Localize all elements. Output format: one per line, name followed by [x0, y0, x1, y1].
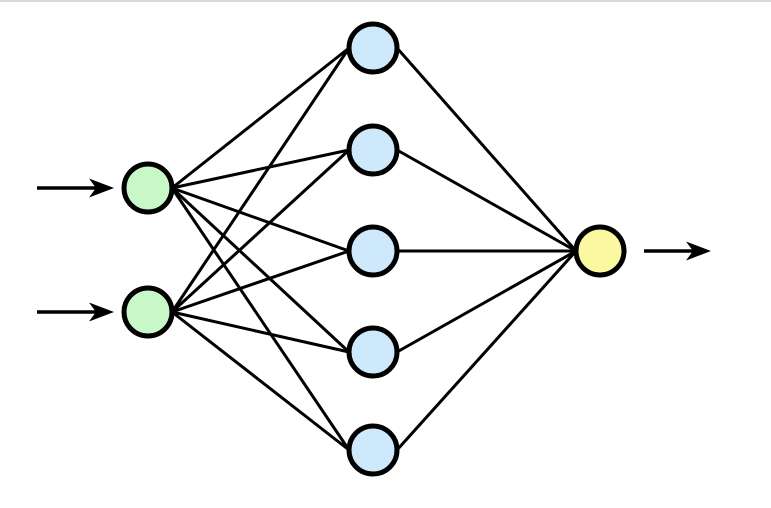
edge-in-1-hid-1	[171, 46, 350, 190]
hidden-node-5	[346, 423, 400, 477]
edge-in-1-hid-4	[170, 186, 351, 354]
output-arrow-head-icon	[686, 241, 711, 261]
input-arrow-2-head-icon	[89, 302, 114, 322]
edge-in-1-hid-3	[171, 186, 350, 253]
window-top-edge	[0, 0, 771, 2]
edge-hid-4-out-1	[396, 249, 577, 354]
output-node-1	[573, 224, 627, 278]
edge-hid-1-out-1	[395, 47, 578, 252]
input-arrow-1-head-icon	[89, 178, 114, 198]
edge-in-1-hid-5	[170, 187, 351, 451]
edge-in-1-hid-2	[171, 148, 350, 190]
hidden-node-1	[346, 21, 400, 75]
edge-in-2-hid-5	[171, 310, 350, 452]
hidden-node-4	[346, 325, 400, 379]
hidden-node-3	[346, 224, 400, 278]
hidden-node-2	[346, 123, 400, 177]
input-node-2	[121, 285, 175, 339]
edge-hid-2-out-1	[396, 148, 577, 253]
edge-in-2-hid-1	[170, 47, 351, 313]
edge-in-2-hid-2	[170, 148, 351, 314]
edge-hid-5-out-1	[395, 249, 578, 452]
edge-in-2-hid-4	[171, 310, 350, 354]
edge-in-2-hid-3	[171, 249, 350, 314]
input-node-1	[121, 161, 175, 215]
